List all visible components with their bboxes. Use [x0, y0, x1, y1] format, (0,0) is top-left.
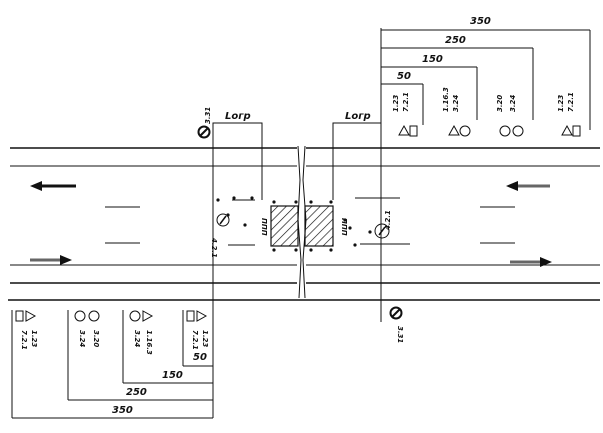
sign-label: 7.2.1 [20, 330, 28, 350]
work-zone: ΠΠΠ ΠΠΠ 4.2.1 4.2.1 [210, 196, 392, 258]
no-overtaking-icon [499, 125, 511, 137]
dimension-chain-left: 50 150 250 350 [11, 310, 213, 419]
sign-label: 3.24 [509, 95, 517, 112]
end-restriction-sign-icon [197, 125, 211, 139]
no-overtaking-icon [88, 310, 100, 322]
sign-group-left-350: 7.2.1 1.23 [15, 310, 38, 350]
warning-triangle-icon [196, 310, 208, 322]
distance-plate-icon [186, 310, 195, 322]
distance-250: 250 [126, 387, 147, 398]
l-ogr-label-left: Lогр [225, 111, 251, 122]
work-area-hatched [304, 205, 334, 247]
end-sign-label-top: 3.31 [204, 107, 212, 124]
sign-label: 1.23 [30, 330, 38, 347]
sign-label: 7.2.1 [191, 330, 199, 350]
sign-group-350: 1.23 7.2.1 [557, 92, 581, 137]
distance-50: 50 [193, 352, 207, 363]
sign-group-150: 1.16.3 3.24 [442, 87, 471, 137]
sign-label: 3.20 [92, 330, 100, 347]
sign-label: 3.24 [133, 330, 141, 347]
speed-limit-icon [512, 125, 524, 137]
sign-label: 1.23 [201, 330, 209, 347]
lane-dashes [105, 197, 515, 246]
detour-label-right: 4.2.1 [384, 210, 392, 230]
distance-50: 50 [397, 71, 411, 82]
warning-triangle-icon [142, 310, 154, 322]
speed-limit-icon [459, 125, 471, 137]
warning-triangle-icon [561, 124, 573, 136]
barrier-marks: ΠΠΠ [340, 218, 348, 236]
sign-label: 1.23 [557, 95, 565, 112]
speed-limit-icon [129, 310, 141, 322]
end-sign-label-bottom: 3.31 [396, 326, 404, 343]
distance-plate-icon [409, 125, 418, 137]
traffic-arrow-left-icon [30, 181, 76, 191]
sign-label: 7.2.1 [402, 92, 410, 112]
sign-label: 3.24 [452, 95, 460, 112]
distance-150: 150 [422, 54, 443, 65]
road [10, 145, 600, 299]
traffic-arrow-left-icon [506, 181, 550, 191]
sign-group-50: 1.23 7.2.1 [392, 92, 418, 137]
dimension-chain-right: 350 250 150 50 [381, 16, 591, 130]
speed-limit-icon [74, 310, 86, 322]
distance-150: 150 [162, 370, 183, 381]
warning-triangle-icon [448, 124, 460, 136]
warning-triangle-icon [398, 124, 410, 136]
distance-plate-icon [15, 310, 24, 322]
restriction-length-dims: Lогр Lогр [212, 111, 381, 200]
sign-group-left-150: 3.24 1.16.3 [129, 310, 154, 355]
detour-sign-right-icon [374, 223, 390, 239]
l-ogr-label-right: Lогр [345, 111, 371, 122]
detour-label-left: 4.2.1 [210, 238, 218, 258]
sign-label: 3.20 [496, 95, 504, 112]
sign-label: 3.24 [78, 330, 86, 347]
sign-group-left-250: 3.24 3.20 [74, 310, 100, 347]
sign-group-250: 3.20 3.24 [496, 95, 524, 137]
traffic-arrow-right-icon [30, 255, 72, 265]
distance-plate-icon [572, 125, 581, 137]
detour-sign-left-icon [216, 213, 230, 227]
distance-250: 250 [445, 35, 466, 46]
distance-350: 350 [112, 405, 133, 416]
fence-cones [216, 196, 372, 252]
distance-350: 350 [470, 16, 491, 27]
sign-label: 1.16.3 [442, 87, 450, 112]
end-restriction-sign-icon [389, 306, 403, 320]
barrier-marks: ΠΠΠ [260, 218, 268, 236]
sign-label: 1.23 [392, 95, 400, 112]
sign-group-left-50: 7.2.1 1.23 [186, 310, 209, 350]
sign-label: 7.2.1 [567, 92, 575, 112]
sign-label: 1.16.3 [145, 330, 153, 355]
work-area-hatched [270, 205, 299, 247]
traffic-arrow-right-icon [510, 257, 552, 267]
warning-triangle-icon [25, 310, 37, 322]
